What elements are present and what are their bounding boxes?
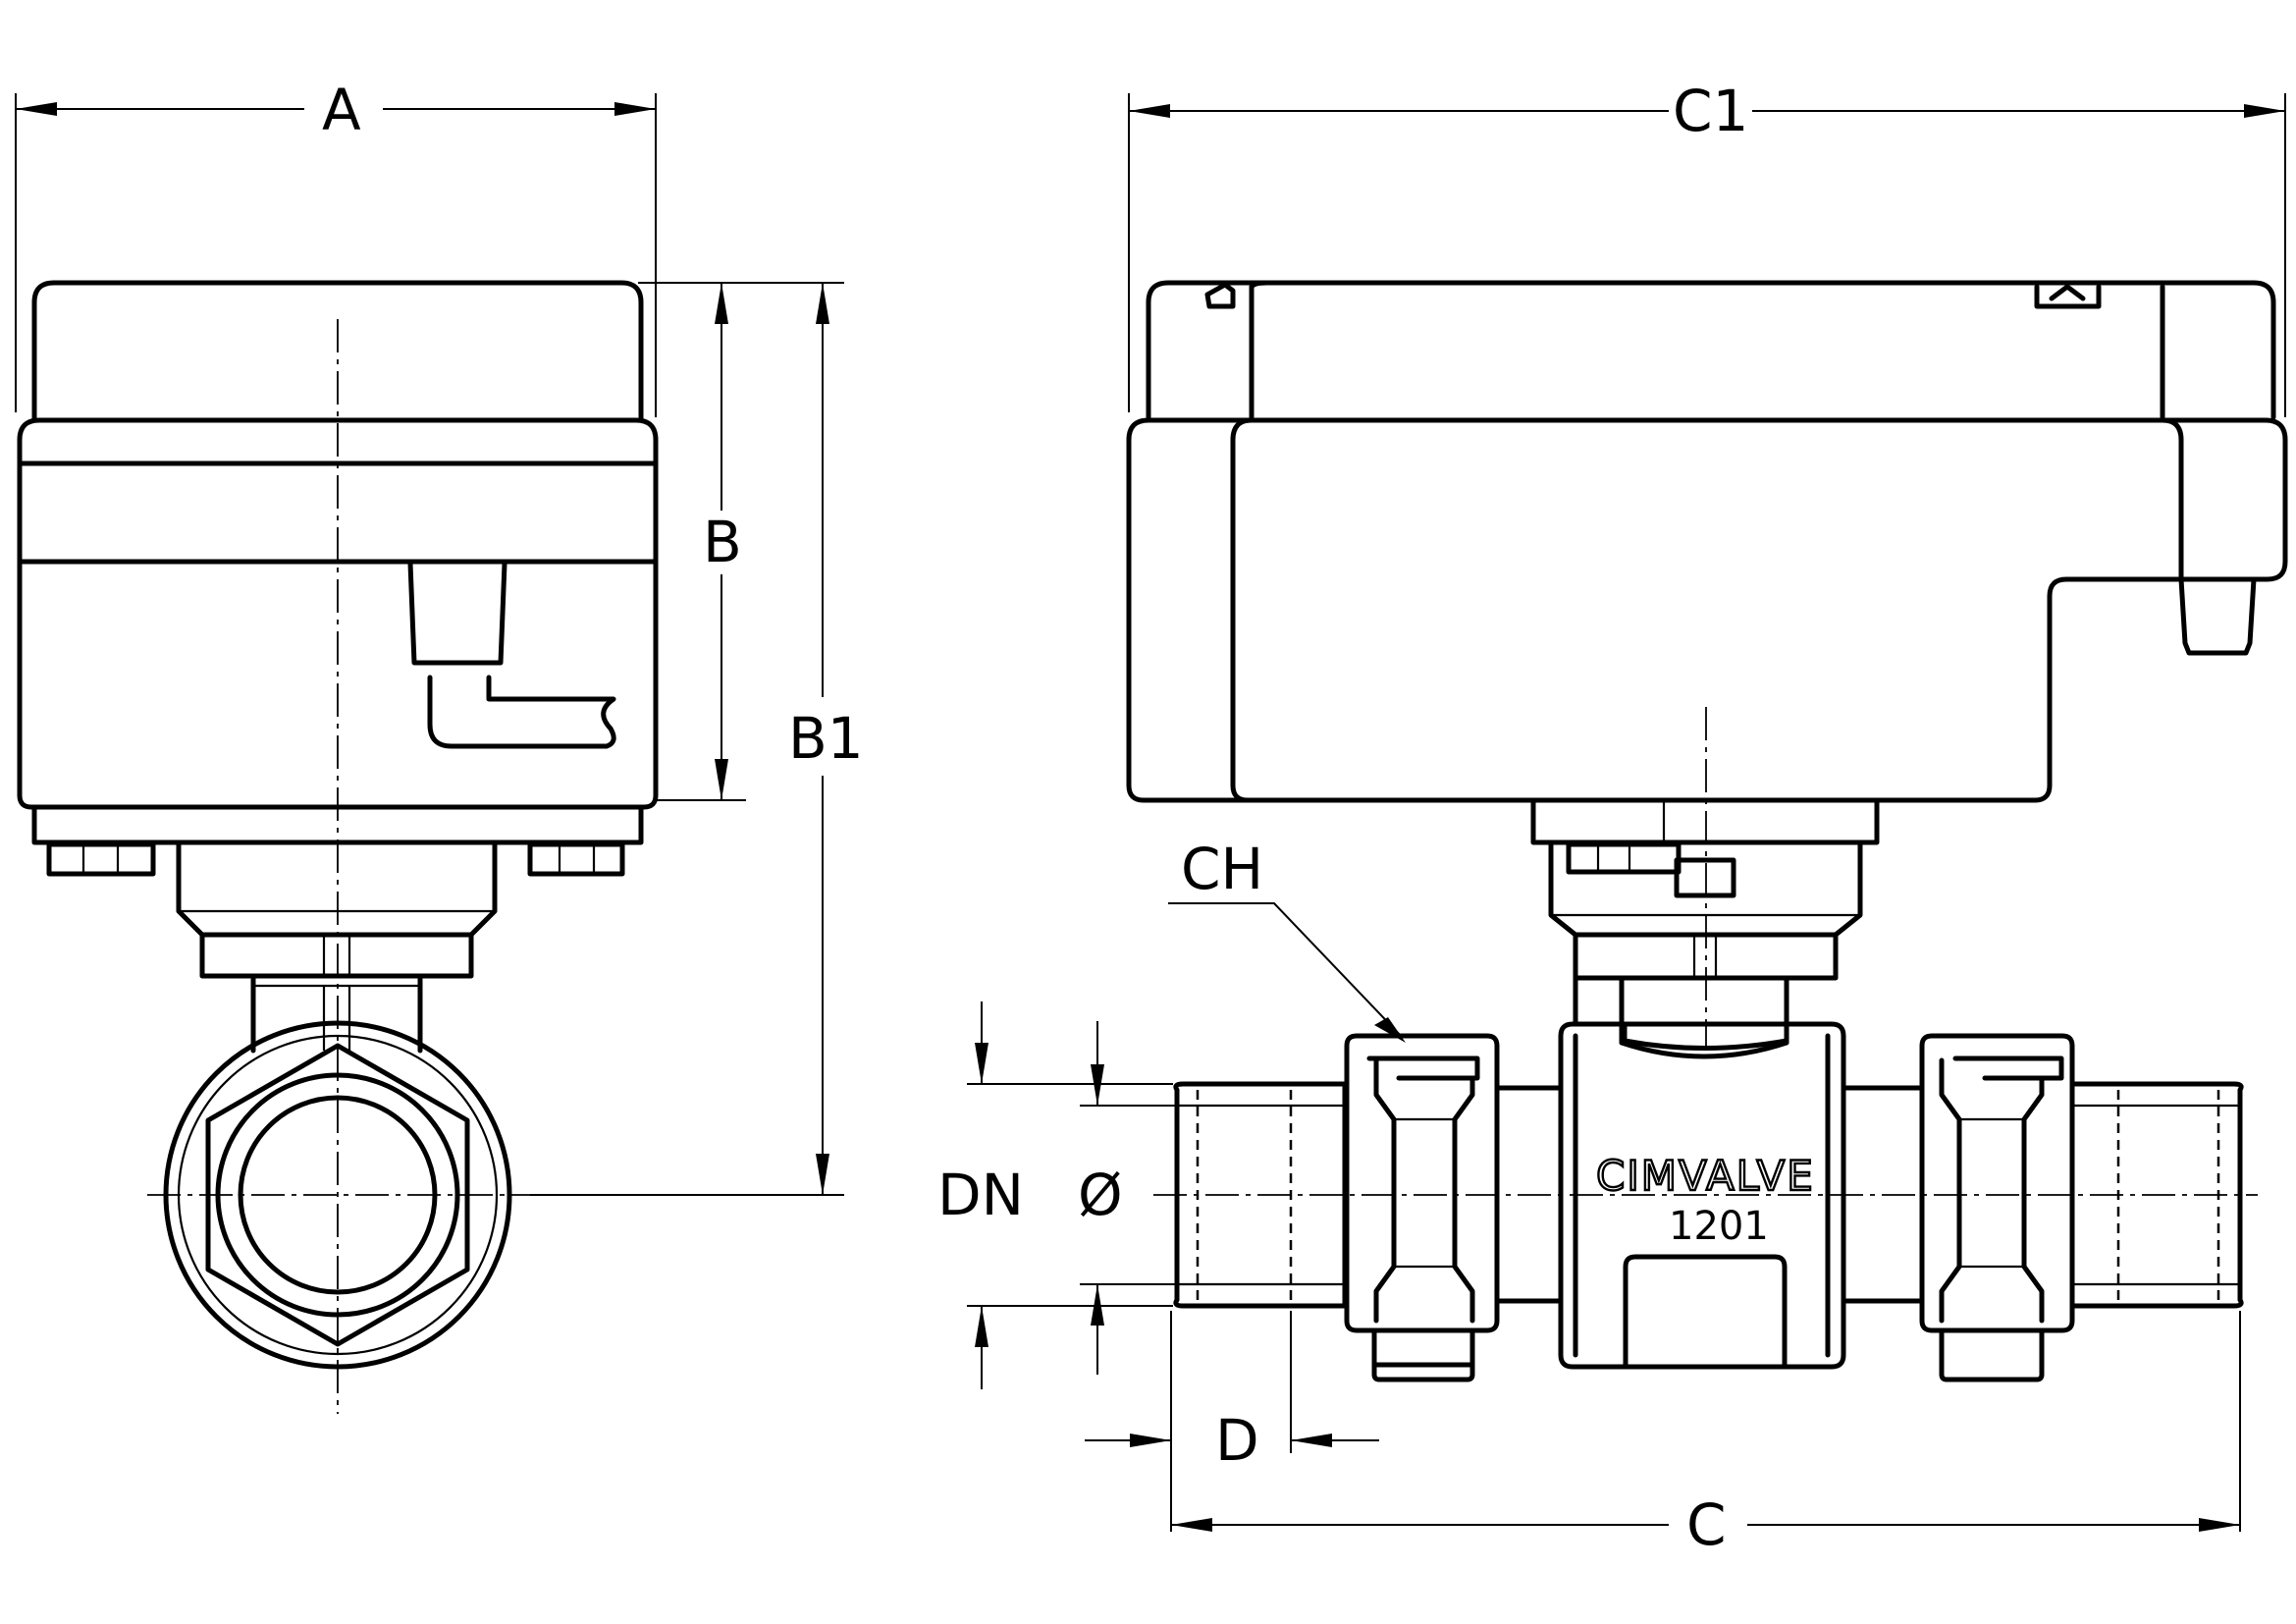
dimension-c: C — [1170, 1311, 2241, 1558]
hex-nut-end — [205, 1043, 470, 1347]
union-nut-right — [1919, 1033, 2075, 1333]
bolt-side — [1566, 841, 1682, 875]
cover-clip-left — [1204, 282, 1236, 309]
base-flange-side — [1530, 797, 1880, 845]
cover-clip-right — [2034, 284, 2102, 309]
dimension-d: D — [1085, 1311, 1379, 1474]
union-nut-left — [1344, 1033, 1500, 1333]
actuator-cover-side — [1146, 280, 2276, 420]
stem-nut — [199, 932, 474, 979]
brand-marking: CIMVALVE — [1596, 1152, 1815, 1200]
indicator-tab — [1674, 857, 1736, 898]
dimension-c1: C1 — [1128, 78, 2286, 417]
connector-plug — [2178, 576, 2257, 656]
dimension-label-dn: DN — [937, 1162, 1024, 1228]
dimension-ch: CH — [1168, 836, 1406, 1043]
lever-handle — [427, 675, 616, 749]
dimension-label-phi: Ø — [1078, 1162, 1123, 1228]
bolt-right — [527, 841, 625, 877]
model-marking: 1201 — [1669, 1204, 1769, 1249]
dimension-label-b1: B1 — [788, 705, 864, 772]
dimension-phi: Ø — [1078, 1021, 1177, 1375]
side-view: CIMVALVE 1201 — [1126, 280, 2288, 1382]
bolt-left — [46, 841, 156, 877]
dimension-b1: B1 — [530, 283, 864, 1196]
dimension-label-ch: CH — [1181, 836, 1263, 902]
pipe-right — [2069, 1081, 2244, 1309]
adapter-end — [176, 839, 498, 938]
valve-body-side — [1558, 1021, 1846, 1370]
dimension-b: B — [638, 282, 844, 801]
dimension-a: A — [15, 77, 657, 417]
dimension-label-b: B — [703, 509, 742, 575]
dimension-label-a: A — [322, 77, 361, 143]
dimension-label-c: C — [1686, 1491, 1727, 1558]
actuator-body-end — [17, 417, 659, 810]
actuator-body-side — [1126, 417, 2288, 803]
manual-lever — [407, 561, 507, 666]
stem-side — [1573, 975, 1789, 1024]
actuator-cover-end — [31, 280, 644, 423]
dimension-label-c1: C1 — [1673, 78, 1748, 144]
stem-end — [250, 973, 423, 1054]
dimension-label-d: D — [1215, 1407, 1259, 1474]
dimension-dn: DN — [937, 1001, 1173, 1389]
